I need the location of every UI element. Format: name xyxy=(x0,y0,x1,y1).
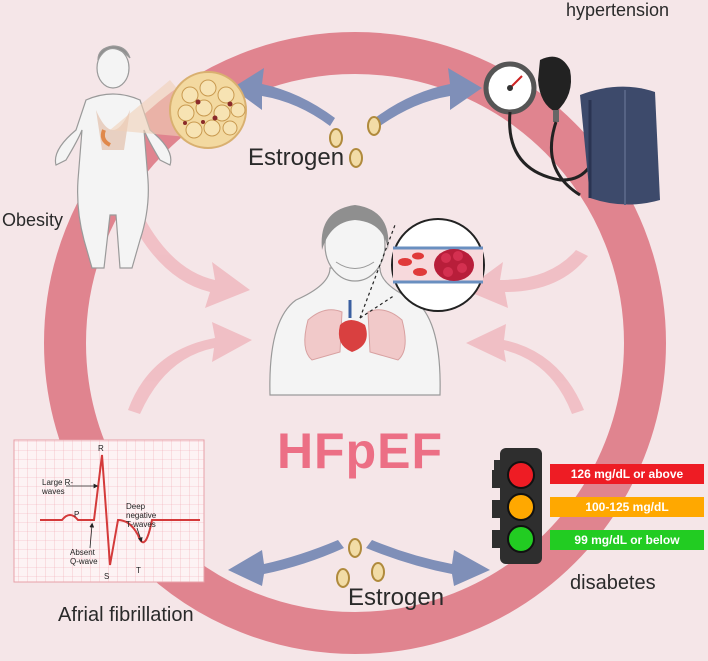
estrogen-arrows xyxy=(228,68,490,586)
ecg-t-label: T xyxy=(136,566,141,575)
blood-clot-inset-icon xyxy=(359,218,485,319)
estrogen-pills-bottom xyxy=(336,538,385,588)
obesity-label: Obesity xyxy=(2,210,64,230)
ecg-s-label: S xyxy=(104,572,110,581)
adipose-tissue-icon xyxy=(110,71,247,149)
ecg-deep-t-label: Deep negative T-waves xyxy=(126,502,157,529)
glucose-mid-badge: 100-125 mg/dL xyxy=(550,497,704,517)
glucose-high-badge: 126 mg/dL or above xyxy=(550,464,704,484)
cycle-ring xyxy=(44,32,666,654)
hfpef-title: HFpEF xyxy=(276,423,444,479)
diabetes-label: disabetes xyxy=(570,572,656,594)
inward-arrows xyxy=(128,210,588,414)
ecg-chart xyxy=(13,439,205,583)
afib-label: Afrial fibrillation xyxy=(58,604,194,626)
ecg-large-r-label: Large R- waves xyxy=(42,478,74,496)
glucose-low-badge: 99 mg/dL or below xyxy=(550,530,704,550)
traffic-light-icon xyxy=(492,448,542,564)
ecg-r-label: R xyxy=(98,444,104,453)
estrogen-bottom-label: Estrogen xyxy=(348,584,445,611)
patient-body-icon xyxy=(269,205,441,396)
hypertension-label: hypertension xyxy=(566,0,670,20)
ecg-absent-q-label: Absent Q-wave xyxy=(70,548,98,566)
ecg-p-label: P xyxy=(74,510,80,519)
blood-pressure-cuff-icon xyxy=(483,56,660,205)
estrogen-pills-top xyxy=(329,116,381,168)
estrogen-top-label: Estrogen xyxy=(248,144,345,171)
